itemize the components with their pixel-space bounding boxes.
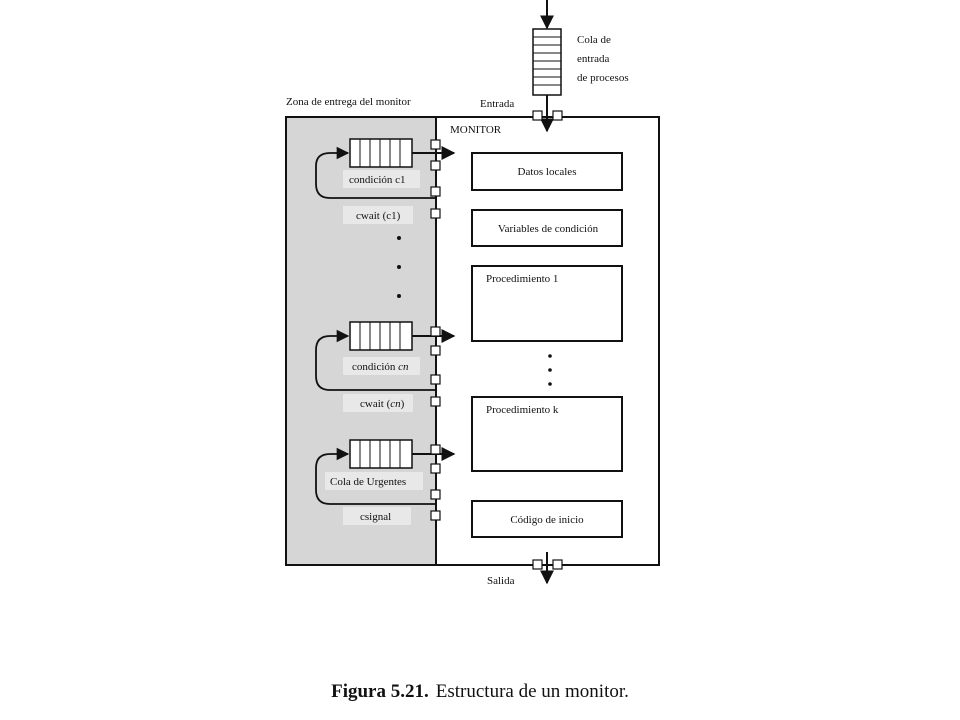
caption-number: Figura 5.21. bbox=[331, 681, 429, 702]
condition-vars-box bbox=[471, 209, 623, 247]
condition-vars-label: Variables de condición bbox=[498, 223, 599, 235]
local-data-label: Datos locales bbox=[518, 166, 577, 178]
cn-gate bbox=[430, 326, 441, 337]
figure-caption: Figura 5.21. Estructura de un monitor. bbox=[331, 681, 629, 702]
procedure-k-label: Procedimiento k bbox=[486, 404, 559, 416]
ellipsis-dot bbox=[397, 265, 401, 269]
c1-wait-loop bbox=[315, 146, 436, 199]
label-bg bbox=[343, 357, 420, 375]
label-bg bbox=[343, 394, 413, 412]
monitor-box bbox=[285, 116, 660, 566]
local-data-box bbox=[471, 152, 623, 191]
ellipsis-dot bbox=[397, 236, 401, 240]
procedure-1-box bbox=[471, 265, 623, 342]
ellipsis-dot bbox=[397, 294, 401, 298]
entry-queue-label-line1: Cola de bbox=[577, 34, 611, 46]
cwait-c1-label: cwait (c1) bbox=[356, 210, 401, 222]
procedure-k-box bbox=[471, 396, 623, 472]
condition-c1-label: condición c1 bbox=[349, 174, 406, 186]
exit-gate-right bbox=[552, 559, 563, 570]
label-bg bbox=[343, 507, 411, 525]
urgent-gate bbox=[430, 463, 441, 474]
zone-label: Zona de entrega del monitor bbox=[286, 96, 411, 108]
c1-gate bbox=[430, 139, 441, 150]
condition-cn-queue bbox=[349, 321, 413, 351]
cn-gate bbox=[430, 396, 441, 407]
init-code-box bbox=[471, 500, 623, 538]
urgent-gate bbox=[430, 444, 441, 455]
init-code-label: Código de inicio bbox=[510, 514, 584, 526]
urgent-queue bbox=[349, 439, 413, 469]
entry-gate-right bbox=[552, 110, 563, 121]
c1-gate bbox=[430, 186, 441, 197]
c1-gate bbox=[430, 160, 441, 171]
csignal-label: csignal bbox=[360, 511, 391, 523]
procedure-1-label: Procedimiento 1 bbox=[486, 273, 558, 285]
caption-text: Estructura de un monitor. bbox=[436, 681, 629, 702]
condition-c1-queue bbox=[349, 138, 413, 168]
c1-gate bbox=[430, 208, 441, 219]
exit-gate-left bbox=[532, 559, 543, 570]
urgent-gate bbox=[430, 489, 441, 500]
monitor-label: MONITOR bbox=[450, 124, 502, 136]
urgent-loop bbox=[315, 447, 436, 505]
cn-gate bbox=[430, 345, 441, 356]
condition-cn-label: condición cn bbox=[352, 361, 409, 373]
entry-queue-label-line3: de procesos bbox=[577, 72, 629, 84]
ellipsis-dot bbox=[548, 382, 552, 386]
label-bg bbox=[325, 472, 423, 490]
entry-gate-left bbox=[532, 110, 543, 121]
exit-label: Salida bbox=[487, 575, 515, 587]
label-bg bbox=[343, 206, 413, 224]
cn-gate bbox=[430, 374, 441, 385]
cn-wait-loop bbox=[315, 329, 436, 391]
urgent-gate bbox=[430, 510, 441, 521]
cwait-cn-label: cwait (cn) bbox=[360, 398, 405, 410]
entry-queue bbox=[532, 28, 562, 96]
entry-queue-label-line2: entrada bbox=[577, 53, 609, 65]
ellipsis-dot bbox=[548, 354, 552, 358]
ellipsis-dot bbox=[548, 368, 552, 372]
urgent-queue-label: Cola de Urgentes bbox=[330, 476, 406, 488]
entry-label: Entrada bbox=[480, 98, 514, 110]
label-bg bbox=[343, 170, 420, 188]
